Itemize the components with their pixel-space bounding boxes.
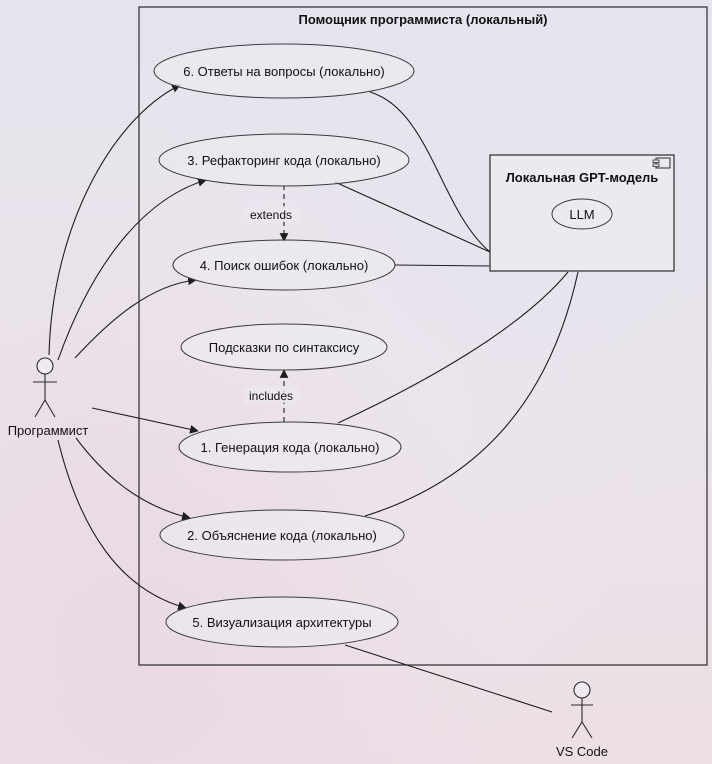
edge-programmer-uc5 (57, 439, 187, 611)
edge-uc4-gpt (394, 264, 491, 267)
edge-programmer-uc2 (75, 437, 191, 521)
edge-uc3-gpt (334, 181, 491, 253)
edge-uc2-gpt (364, 271, 579, 517)
edge-uc5-vscode (344, 644, 553, 713)
use-case-2[interactable]: 2. Объяснение кода (локально) (159, 509, 405, 561)
use-case-6-label: 6. Ответы на вопросы (локально) (183, 64, 385, 79)
edge-programmer-uc6 (48, 84, 181, 356)
edge-uc1-gpt (337, 271, 569, 424)
programmer-figure-icon (33, 357, 57, 418)
use-case-6[interactable]: 6. Ответы на вопросы (локально) (153, 43, 415, 99)
actor-programmer[interactable]: Программист (8, 357, 89, 438)
actor-vscode[interactable]: VS Code (556, 681, 608, 759)
edge-programmer-uc4 (74, 276, 197, 359)
programmer-label: Программист (8, 423, 89, 438)
local-gpt-component[interactable]: Локальная GPT-модель LLM (489, 154, 675, 272)
component-icon (652, 157, 671, 169)
vscode-figure-icon (571, 681, 593, 739)
use-case-3-label: 3. Рефакторинг кода (локально) (187, 153, 380, 168)
includes-label: includes (249, 389, 293, 403)
use-case-4[interactable]: 4. Поиск ошибок (локально) (172, 239, 396, 291)
system-boundary (138, 6, 708, 666)
system-title: Помощник программиста (локальный) (298, 12, 547, 27)
use-case-5[interactable]: 5. Визуализация архитектуры (165, 596, 399, 648)
use-case-3[interactable]: 3. Рефакторинг кода (локально) (158, 133, 410, 187)
use-case-hints-label: Подсказки по синтаксису (209, 340, 360, 355)
use-case-2-label: 2. Объяснение кода (локально) (187, 528, 377, 543)
component-title: Локальная GPT-модель (506, 170, 659, 185)
edge-uc6-gpt (369, 91, 491, 253)
llm-node[interactable] (551, 198, 613, 230)
component-box (489, 154, 675, 272)
llm-label: LLM (569, 207, 594, 222)
use-case-1[interactable]: 1. Генерация кода (локально) (178, 421, 402, 473)
vscode-label: VS Code (556, 744, 608, 759)
edge-programmer-uc3 (57, 178, 207, 361)
use-case-5-label: 5. Визуализация архитектуры (192, 615, 371, 630)
use-case-4-label: 4. Поиск ошибок (локально) (200, 258, 369, 273)
use-case-hints[interactable]: Подсказки по синтаксису (180, 323, 388, 371)
edge-programmer-uc1 (91, 407, 199, 434)
use-case-1-label: 1. Генерация кода (локально) (201, 440, 380, 455)
extends-label: extends (250, 208, 292, 222)
